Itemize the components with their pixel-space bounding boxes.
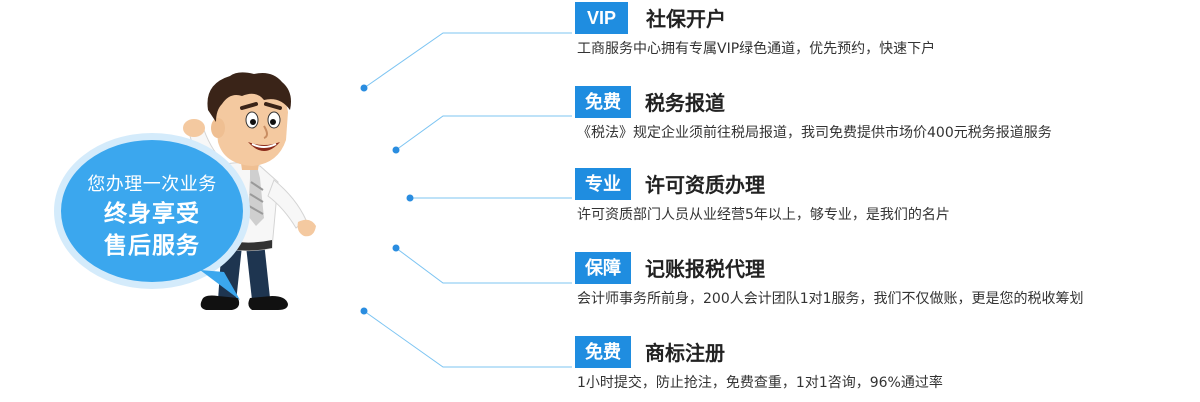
feature-row-tax-registration: 免费 税务报道 《税法》规定企业须前往税局报道，我司免费提供市场价400元税务报… [575,86,1175,150]
feature-description: 1小时提交，防止抢注，免费查重，1对1咨询，96%通过率 [577,375,943,391]
feature-description: 《税法》规定企业须前往税局报道，我司免费提供市场价400元税务报道服务 [577,125,1052,141]
feature-badge: 保障 [575,252,631,284]
feature-badge: 免费 [575,86,631,118]
speech-bubble: 您办理一次业务 终身享受 售后服务 [54,133,250,289]
connector-line-4 [395,247,572,284]
feature-description: 工商服务中心拥有专属VIP绿色通道，优先预约，快速下户 [577,41,936,57]
feature-row-bookkeeping-tax: 保障 记账报税代理 会计师事务所前身，200人会计团队1对1服务，我们不仅做账，… [575,252,1175,316]
connector-dot-3 [406,194,414,202]
connector-dot-1 [360,84,368,92]
feature-badge: 专业 [575,168,631,200]
feature-row-license-qualification: 专业 许可资质办理 许可资质部门人员从业经营5年以上，够专业，是我们的名片 [575,168,1175,232]
bubble-line-1: 您办理一次业务 [87,174,217,195]
bubble-line-2: 终身享受 [104,201,200,227]
connector-line-2 [395,115,572,151]
connector-dot-4 [392,244,400,252]
connector-dot-5 [360,307,368,315]
feature-row-social-insurance: VIP 社保开户 工商服务中心拥有专属VIP绿色通道，优先预约，快速下户 [575,2,1175,66]
connector-line-5 [363,310,572,368]
feature-row-trademark-registration: 免费 商标注册 1小时提交，防止抢注，免费查重，1对1咨询，96%通过率 [575,336,1175,400]
feature-badge: VIP [575,2,629,34]
feature-description: 许可资质部门人员从业经营5年以上，够专业，是我们的名片 [577,207,950,223]
feature-title: 社保开户 [646,7,726,31]
feature-badge: 免费 [575,336,631,368]
feature-description: 会计师事务所前身，200人会计团队1对1服务，我们不仅做账，更是您的税收筹划 [577,291,1084,307]
feature-title: 商标注册 [645,341,725,365]
feature-title: 许可资质办理 [645,173,765,197]
connector-line-1 [363,32,572,89]
speech-bubble-tail [200,270,240,300]
feature-title: 税务报道 [645,91,725,115]
connector-dot-2 [392,146,400,154]
feature-title: 记账报税代理 [645,257,765,281]
bubble-line-3: 售后服务 [104,233,200,259]
